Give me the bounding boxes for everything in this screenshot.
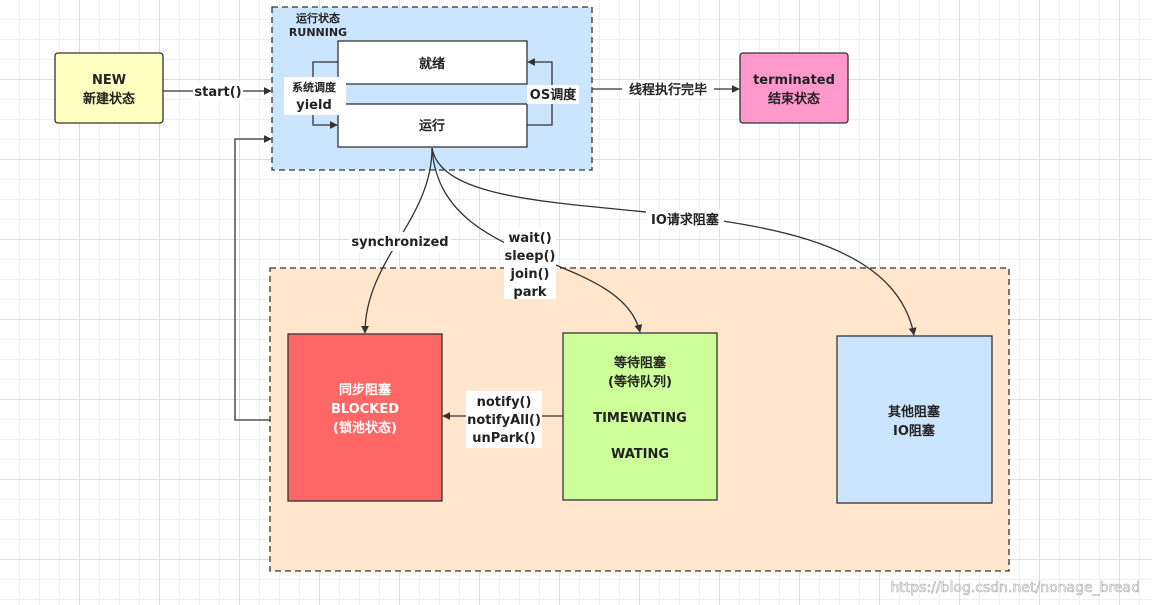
waiting-label-cn: 等待阻塞 [613, 355, 667, 371]
synchronized-label: synchronized [351, 235, 448, 250]
notify-label-2: notifyAll() [467, 413, 541, 428]
sys-schedule-label: 系统调度 [292, 80, 337, 94]
wait-label: wait() [508, 231, 551, 246]
os-schedule-label: OS调度 [530, 87, 577, 103]
waiting-label-waiting: WATING [611, 447, 669, 462]
yield-label: yield [296, 98, 332, 113]
join-label: join() [510, 267, 550, 282]
watermark: https://blog.csdn.net/nonage_bread [890, 580, 1140, 596]
park-label: park [513, 285, 546, 300]
new-label-en: NEW [92, 73, 126, 88]
notify-label-1: notify() [477, 395, 532, 410]
run-label: 运行 [419, 118, 445, 134]
run-node[interactable] [337, 103, 528, 148]
blocked-label-cn: 同步阻塞 [339, 382, 392, 398]
notify-label-3: unPark() [472, 431, 535, 446]
ready-label: 就绪 [419, 56, 445, 72]
sleep-label: sleep() [504, 249, 555, 264]
other-blocked-node[interactable] [836, 335, 993, 504]
waiting-node[interactable] [562, 332, 718, 501]
blocked-label-en: BLOCKED [331, 402, 399, 417]
running-group-title-en: RUNNING [289, 26, 347, 39]
new-label-cn: 新建状态 [83, 91, 135, 107]
new-node[interactable] [54, 52, 164, 124]
terminated-label-en: terminated [753, 73, 835, 88]
edge-back-to-running [234, 135, 272, 421]
terminated-label-cn: 结束状态 [768, 91, 820, 107]
io-label: IO请求阻塞 [651, 212, 720, 228]
ready-node[interactable] [337, 40, 528, 85]
finish-label: 线程执行完毕 [629, 82, 707, 98]
other-label-cn: 其他阻塞 [888, 404, 941, 420]
waiting-label-timed: TIMEWATING [593, 411, 687, 426]
blocked-label-pool: (锁池状态) [333, 420, 397, 436]
waiting-label-queue: (等待队列) [608, 374, 672, 390]
start-label: start() [194, 85, 241, 100]
running-group-title-cn: 运行状态 [296, 11, 340, 25]
blocked-node[interactable] [287, 333, 443, 502]
other-label-io: IO阻塞 [893, 423, 936, 439]
terminated-node[interactable] [739, 52, 849, 124]
